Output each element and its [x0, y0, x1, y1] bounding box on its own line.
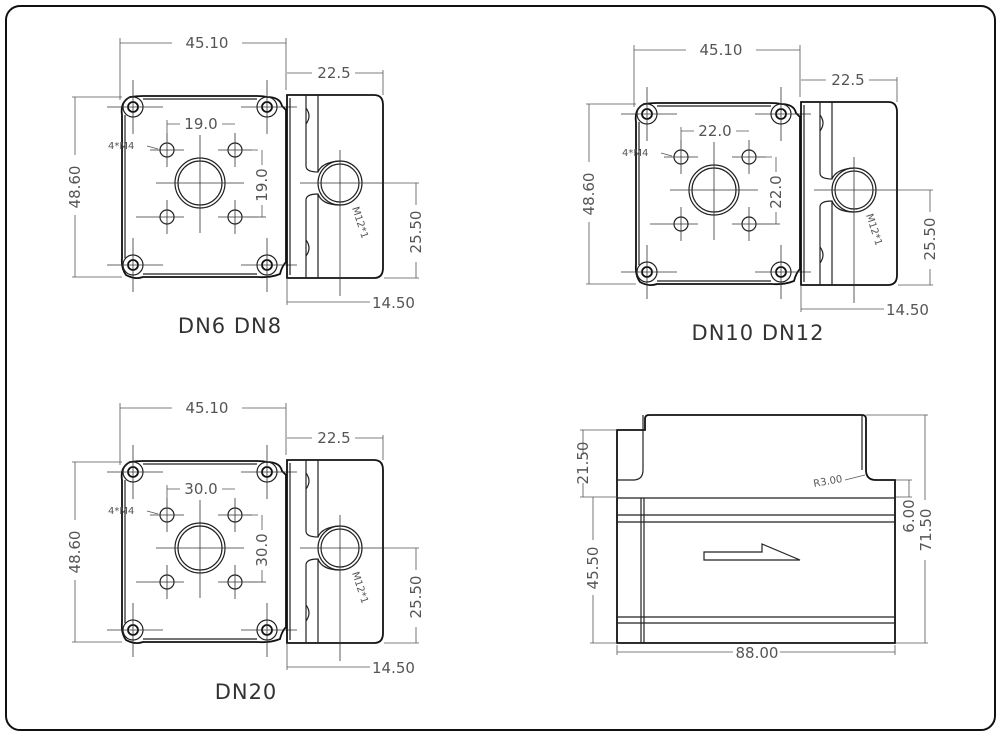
dim-width: 45.10 [700, 41, 743, 59]
dim-h1: 21.50 [574, 442, 592, 485]
view-label: DN6 DN8 [178, 314, 282, 338]
dim-offset-h: 14.50 [372, 294, 415, 312]
dim-width: 45.10 [186, 34, 229, 52]
dim-offset-v: 25.50 [921, 218, 939, 261]
radius-note: R3.00 [813, 474, 844, 490]
side-view: 21.50 45.50 6.00 71.50 88.00 R3.00 [574, 414, 935, 662]
dim-offset-v: 25.50 [407, 211, 425, 254]
dim-hole-x: 30.0 [184, 480, 217, 498]
dim-step: 6.00 [900, 499, 918, 532]
frame-border [5, 5, 996, 731]
dim-offset-h: 14.50 [886, 301, 929, 319]
dim-h2: 45.50 [584, 547, 602, 590]
dim-flange: 22.5 [317, 429, 350, 447]
dim-flange: 22.5 [317, 64, 350, 82]
holes-note: 4*M4 [108, 506, 134, 517]
dim-height: 48.60 [580, 173, 598, 216]
dim-offset-h: 14.50 [372, 659, 415, 677]
dim-hole-x: 22.0 [698, 122, 731, 140]
dim-height: 48.60 [66, 166, 84, 209]
dim-hole-y: 30.0 [253, 533, 271, 566]
view-label: DN20 [215, 680, 278, 704]
thread-note: M12*1 [349, 206, 370, 241]
view-dn10-dn12: 45.10 22.5 22.0 22.0 48.60 25.50 14.50 4… [580, 41, 939, 345]
view-dn6-dn8: 45.10 22.5 19.0 19.0 48.60 25.50 14.50 4… [66, 34, 425, 338]
dim-flange: 22.5 [831, 71, 864, 89]
dim-width: 45.10 [186, 399, 229, 417]
dim-hole-y: 22.0 [767, 175, 785, 208]
dim-total-height: 71.50 [917, 509, 935, 552]
view-label: DN10 DN12 [692, 321, 825, 345]
dim-hole-x: 19.0 [184, 115, 217, 133]
dim-length: 88.00 [736, 644, 779, 662]
thread-note: M12*1 [349, 571, 370, 606]
holes-note: 4*M4 [108, 141, 134, 152]
dim-offset-v: 25.50 [407, 576, 425, 619]
holes-note: 4*M4 [622, 148, 648, 159]
thread-note: M12*1 [863, 213, 884, 248]
dim-hole-y: 19.0 [253, 168, 271, 201]
dim-height: 48.60 [66, 531, 84, 574]
view-dn20: 45.10 22.5 30.0 30.0 48.60 25.50 14.50 4… [66, 399, 425, 704]
flow-arrow-icon [703, 543, 801, 561]
